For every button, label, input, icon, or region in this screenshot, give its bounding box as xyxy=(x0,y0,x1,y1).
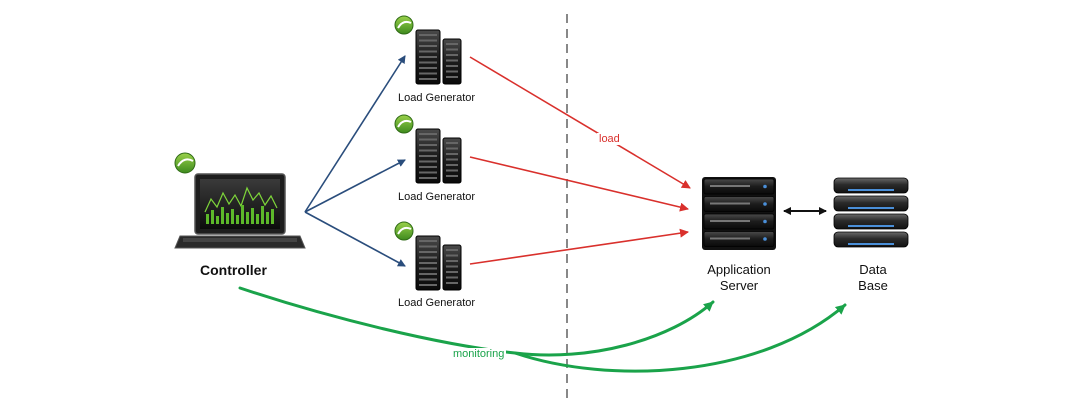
controller-to-generator-arrows xyxy=(304,55,406,267)
database-label-line1: Data xyxy=(859,262,887,277)
status-badge-icon xyxy=(394,114,414,134)
load-generator-1-label: Load Generator xyxy=(398,92,476,104)
controller-laptop-icon xyxy=(174,152,306,249)
database-icon xyxy=(833,177,909,248)
load-generator-3-label: Load Generator xyxy=(398,297,476,309)
application-server-label: Application Server xyxy=(695,262,783,294)
status-badge-icon xyxy=(394,15,414,35)
monitoring-edge-label: monitoring xyxy=(451,348,507,360)
monitoring-arrows xyxy=(238,286,847,373)
status-badge-icon xyxy=(174,152,196,174)
database-label: Data Base xyxy=(838,262,908,294)
load-generator-2-icon xyxy=(394,114,462,184)
load-edge-label: load xyxy=(597,133,622,145)
status-badge-icon xyxy=(394,221,414,241)
load-generator-3-icon xyxy=(394,221,462,291)
load-generator-1-icon xyxy=(394,15,462,85)
database-label-line2: Base xyxy=(858,278,888,293)
application-server-icon xyxy=(702,177,776,250)
application-server-label-line2: Server xyxy=(719,278,759,293)
controller-label: Controller xyxy=(200,262,267,278)
load-generator-2-label: Load Generator xyxy=(398,191,476,203)
load-arrows xyxy=(469,56,691,265)
application-server-label-line1: Application xyxy=(707,262,771,277)
